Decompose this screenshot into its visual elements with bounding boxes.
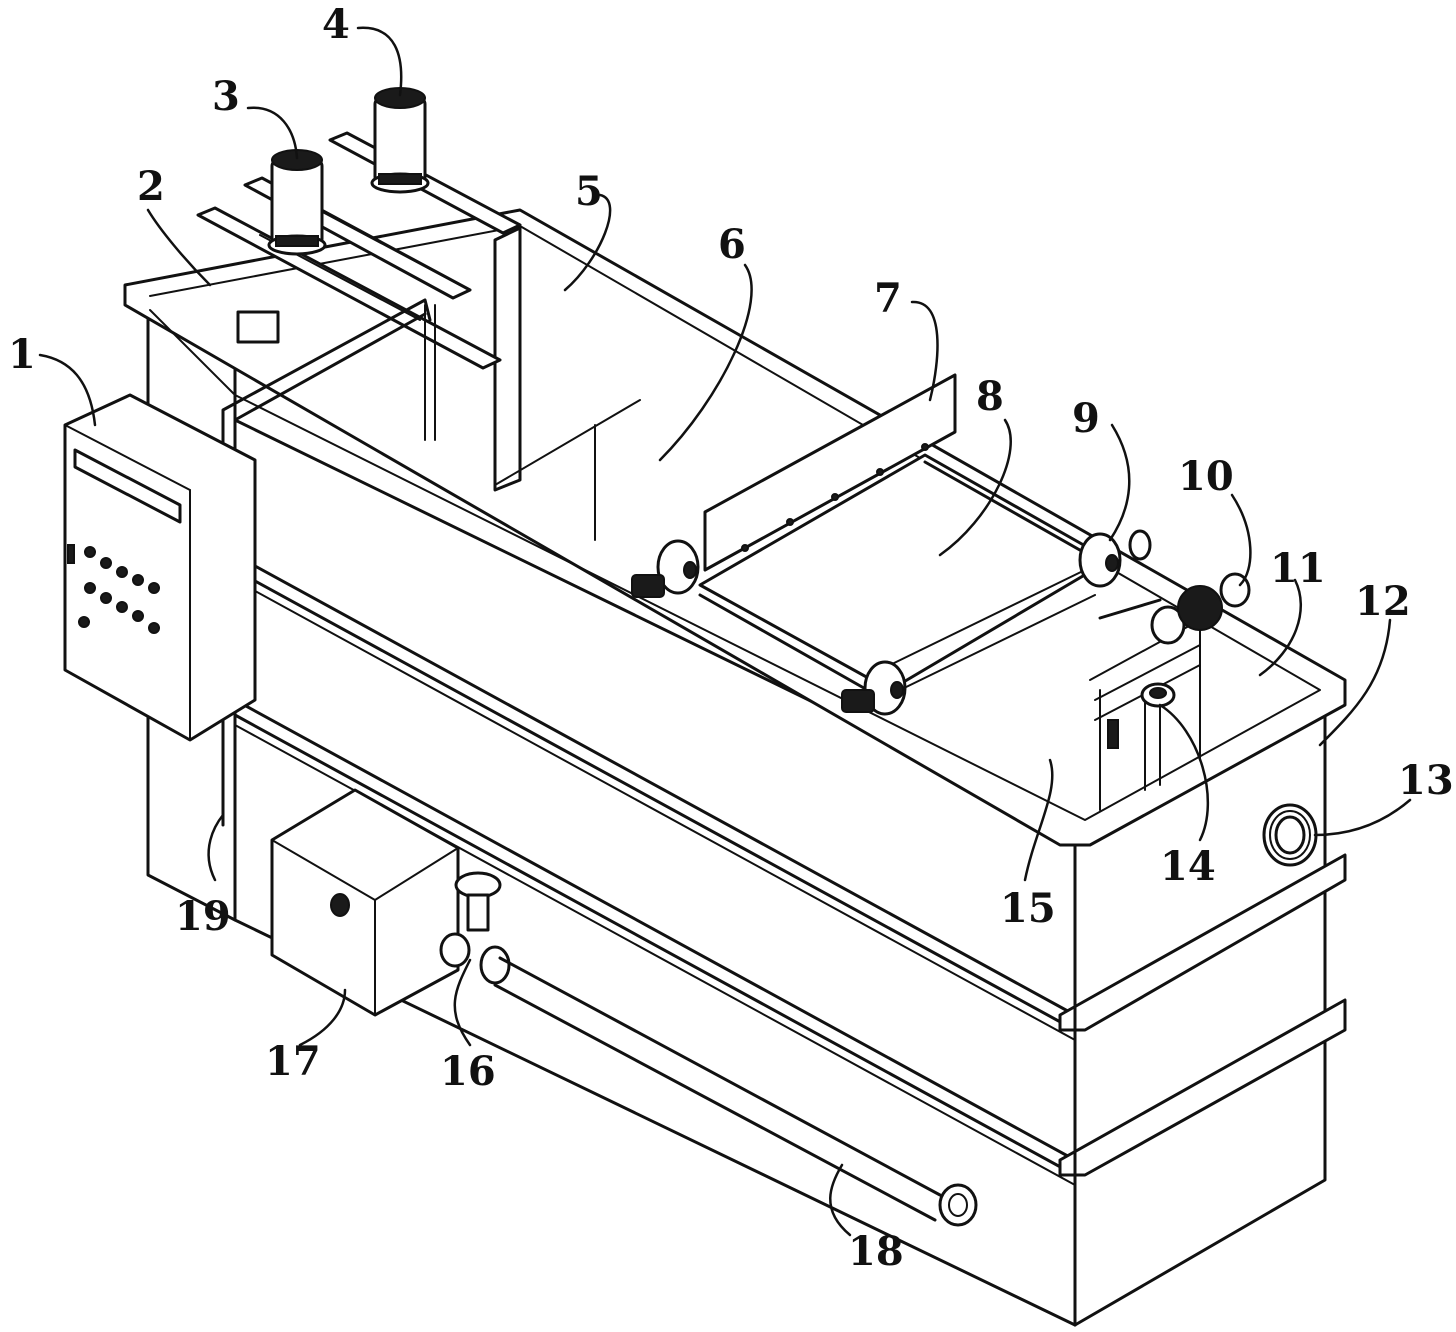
drive-motor-10 xyxy=(1098,572,1251,645)
small-box xyxy=(236,310,280,344)
callout-11: 11 xyxy=(1270,545,1326,592)
compartment-partition-6 xyxy=(494,399,641,486)
scraper-plate-7 xyxy=(703,373,957,572)
pipe-18 xyxy=(493,956,942,1222)
callout-labels: 1 2 3 4 5 6 7 8 9 10 11 12 13 14 15 16 1… xyxy=(8,1,1454,1275)
callout-4: 4 xyxy=(322,1,350,48)
bearing-block-left xyxy=(631,574,665,598)
control-box-1 xyxy=(63,393,257,742)
compartment-wall-5 xyxy=(493,226,522,492)
callout-13: 13 xyxy=(1398,757,1454,804)
motor-4 xyxy=(370,87,430,194)
sprocket-left-front xyxy=(656,539,700,595)
callout-9: 9 xyxy=(1072,395,1100,442)
pump-box-17 xyxy=(270,788,460,1017)
callout-15: 15 xyxy=(1000,885,1056,932)
callout-19: 19 xyxy=(175,893,231,940)
callout-7: 7 xyxy=(874,275,902,322)
valve-16 xyxy=(439,871,511,985)
overflow-chamber-15 xyxy=(1094,644,1201,791)
leader-lines xyxy=(38,26,1412,1237)
valve-14 xyxy=(1140,682,1176,708)
callout-12: 12 xyxy=(1355,578,1411,625)
callout-6: 6 xyxy=(718,221,746,268)
callout-3: 3 xyxy=(212,73,240,120)
pipe-flange-18 xyxy=(938,1183,978,1227)
callout-5: 5 xyxy=(575,168,603,215)
callout-10: 10 xyxy=(1178,453,1234,500)
callout-14: 14 xyxy=(1160,843,1216,890)
sprocket-9 xyxy=(1078,529,1152,588)
scraper-belt-8 xyxy=(698,453,1117,702)
callout-8: 8 xyxy=(976,373,1004,420)
callout-17: 17 xyxy=(265,1038,321,1085)
end-bands xyxy=(1058,853,1347,1177)
callout-18: 18 xyxy=(848,1228,904,1275)
callout-16: 16 xyxy=(440,1048,496,1095)
outlet-flange-13 xyxy=(1262,803,1318,867)
callout-1: 1 xyxy=(8,331,36,378)
motor-3 xyxy=(267,149,327,256)
tank-inner-rim xyxy=(149,225,1321,821)
bearing-block-right xyxy=(841,689,875,713)
callout-2: 2 xyxy=(137,163,165,210)
